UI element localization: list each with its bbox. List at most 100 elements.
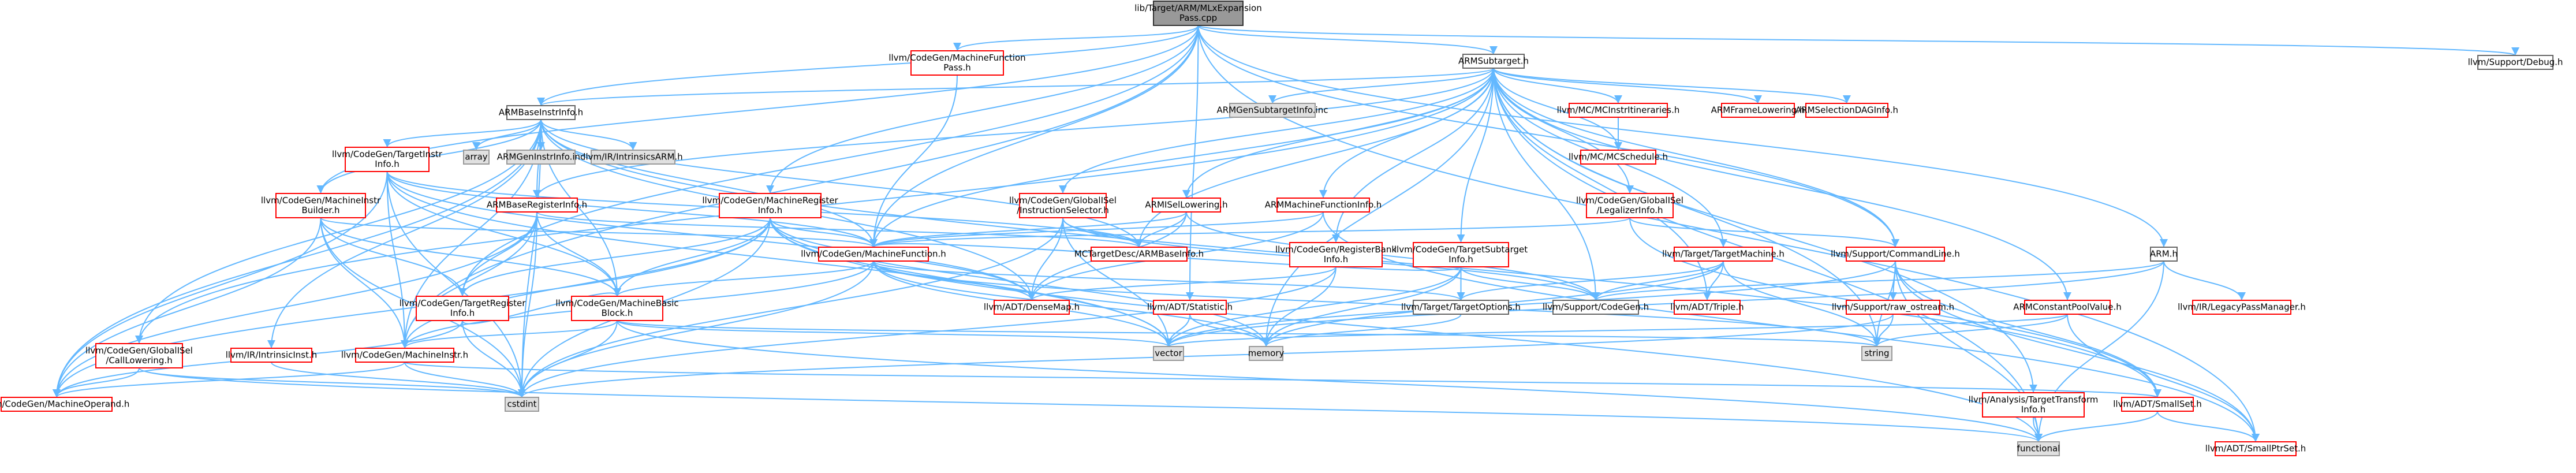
node-box (591, 150, 675, 165)
node-box (2215, 441, 2297, 456)
node-label: llvm/CodeGen/GlobalISel (1009, 195, 1117, 206)
graph-node-densemap[interactable]: llvm/ADT/DenseMap.h (984, 300, 1080, 315)
include-edge (1028, 266, 1336, 301)
graph-node-amfi[interactable]: ARMMachineFunctionInfo.h (1265, 198, 1382, 213)
graph-node-afl[interactable]: ARMFrameLowering.h (1711, 103, 1805, 118)
node-box (1229, 103, 1316, 118)
graph-node-topt[interactable]: llvm/Target/TargetOptions.h (1401, 300, 1521, 315)
node-box (345, 147, 430, 172)
graph-node-lpm[interactable]: llvm/IR/LegacyPassManager.h (2178, 300, 2306, 315)
node-label: llvm/ADT/Statistic.h (1147, 302, 1233, 312)
graph-node-cl[interactable]: llvm/Support/CommandLine.h (1831, 247, 1960, 262)
graph-node-rawos[interactable]: llvm/Support/raw_ostream.h (1832, 300, 1954, 315)
node-label: llvm/Support/CommandLine.h (1831, 249, 1960, 259)
node-box (95, 343, 183, 368)
graph-node-abri[interactable]: ARMBaseRegisterInfo.h (487, 198, 587, 213)
graph-node-glcl[interactable]: llvm/CodeGen/GlobalISel/CallLowering.h (85, 343, 193, 368)
graph-node-array: array (463, 150, 490, 165)
graph-node-functional: functional (2017, 441, 2060, 456)
include-edge (2034, 411, 2158, 442)
graph-node-ii[interactable]: llvm/IR/IntrinsicInst.h (226, 348, 318, 363)
node-box (1674, 300, 1741, 315)
node-label: llvm/CodeGen/GlobalISel (1576, 195, 1683, 206)
node-box (1861, 346, 1892, 361)
node-box (230, 348, 312, 363)
graph-node-armh[interactable]: ARM.h (2150, 247, 2178, 262)
include-edge (53, 171, 388, 398)
graph-node-stat[interactable]: llvm/ADT/Statistic.h (1147, 300, 1233, 315)
include-edge (869, 217, 1630, 248)
include-edge (617, 320, 1880, 347)
include-edge (1186, 211, 1600, 301)
graph-node-gli[interactable]: llvm/CodeGen/GlobalISel/LegalizerInfo.h (1576, 193, 1683, 218)
graph-node-triple[interactable]: llvm/ADT/Triple.h (1670, 300, 1744, 315)
graph-node-ttm[interactable]: llvm/Target/TargetMachine.h (1662, 247, 1784, 262)
graph-node-mi[interactable]: llvm/CodeGen/MachineInstr.h (341, 348, 468, 363)
graph-node-armst[interactable]: ARMSubtarget.h (1458, 54, 1529, 69)
graph-node-acpv[interactable]: ARMConstantPoolValue.h (2013, 300, 2122, 315)
include-edge (1895, 260, 2260, 442)
include-edge (2067, 314, 2260, 442)
node-box (1674, 247, 1773, 262)
node-label: llvm/Target/TargetMachine.h (1662, 249, 1784, 259)
graph-node-mcsched[interactable]: llvm/MC/MCSchedule.h (1569, 150, 1668, 165)
node-label: llvm/CodeGen/MachineFunction.h (801, 249, 946, 259)
graph-node-sps[interactable]: llvm/ADT/SmallPtrSet.h (2205, 441, 2306, 456)
include-edge (1493, 68, 1762, 104)
node-box (571, 296, 663, 321)
graph-node-mf[interactable]: llvm/CodeGen/MachineFunction.h (801, 247, 946, 262)
graph-node-mctd[interactable]: MCTargetDesc/ARMBaseInfo.h (1074, 247, 1204, 262)
graph-node-debug[interactable]: llvm/Support/Debug.h (2468, 55, 2563, 70)
include-edge (458, 25, 1199, 297)
include-edge (320, 217, 878, 248)
graph-node-mcit[interactable]: llvm/MC/MCInstrItineraries.h (1557, 103, 1680, 118)
include-edge (383, 119, 542, 148)
include-edge (2163, 260, 2246, 301)
node-label: llvm/CodeGen/TargetInstr (332, 149, 443, 159)
node-label: ARMSelectionDAGInfo.h (1795, 105, 1898, 116)
node-box (1249, 346, 1283, 361)
include-edge (1493, 68, 1622, 104)
node-label: llvm/ADT/Triple.h (1670, 302, 1744, 312)
graph-node-gis[interactable]: llvm/CodeGen/GlobalISel/InstructionSelec… (1009, 193, 1117, 218)
include-edge (1723, 260, 1881, 347)
include-edge (401, 25, 1199, 349)
graph-node-mo[interactable]: llvm/CodeGen/MachineOperand.h (0, 397, 129, 412)
graph-node-armgensub: ARMGenSubtargetInfo.inc (1217, 103, 1328, 118)
node-label: llvm/Target/TargetOptions.h (1401, 302, 1521, 312)
node-box (463, 150, 490, 165)
node-box (2017, 441, 2060, 456)
node-box (1580, 150, 1656, 165)
dependency-edges (53, 25, 2519, 442)
include-edge (617, 320, 1173, 347)
graph-node-asdi[interactable]: ARMSelectionDAGInfo.h (1795, 103, 1898, 118)
include-edge (1493, 68, 1851, 104)
graph-node-codegen[interactable]: llvm/Support/CodeGen.h (1543, 300, 1649, 315)
include-edge (1262, 266, 1336, 347)
graph-node-isl[interactable]: ARMISelLowering.h (1145, 198, 1228, 213)
node-label: ARMBaseInstrInfo.h (499, 107, 583, 118)
include-edge (401, 320, 618, 349)
include-edge (462, 320, 526, 398)
include-edge (518, 119, 542, 398)
graph-node-abii[interactable]: ARMBaseInstrInfo.h (499, 105, 583, 120)
graph-node-smallset[interactable]: llvm/ADT/SmallSet.h (2113, 397, 2202, 412)
graph-node-memory: memory (1248, 346, 1284, 361)
include-edge (1493, 68, 1622, 151)
include-edge (386, 171, 621, 297)
include-edge (537, 68, 1494, 106)
node-box (2192, 300, 2291, 315)
node-box (1982, 392, 2085, 418)
include-edge (458, 211, 537, 297)
node-box (1586, 193, 1674, 218)
